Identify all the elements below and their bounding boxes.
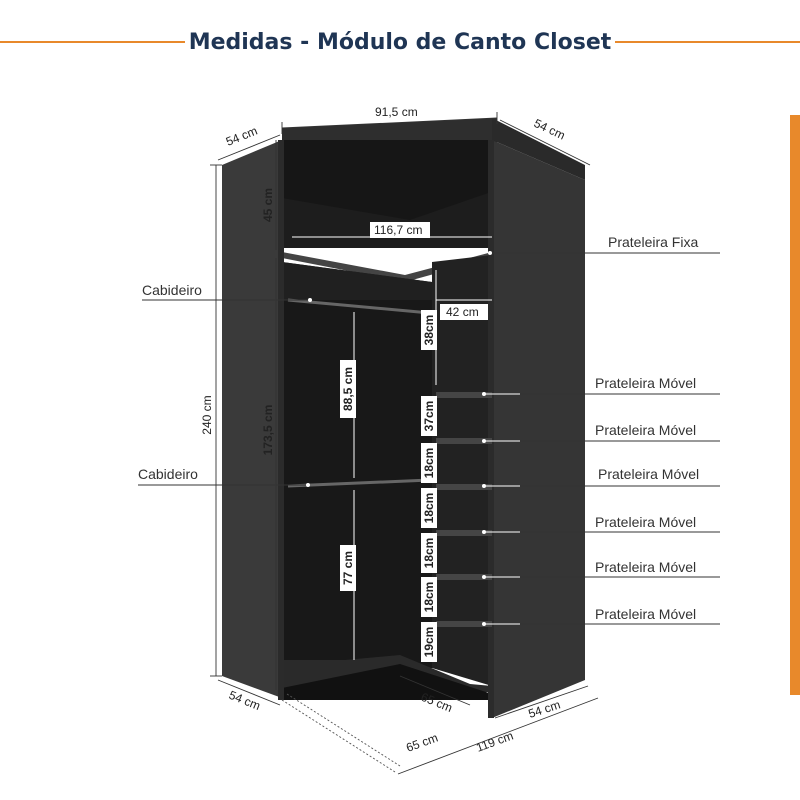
internal-dimensions: 116,7 cm 42 cm 88,5 cm 77 cm 38cm 37cm 1… <box>292 222 492 662</box>
movable-shelf-3 <box>436 484 492 490</box>
label-prateleira-movel-1: Prateleira Móvel <box>595 375 696 391</box>
dim-shelf-gap-1: 38cm <box>422 315 436 346</box>
movable-shelf-2 <box>436 438 492 444</box>
label-cabideiro-upper: Cabideiro <box>142 282 202 298</box>
dim-top-width: 91,5 cm <box>375 105 418 119</box>
hanging-rod-upper <box>287 298 431 315</box>
top-panel <box>282 118 497 140</box>
dim-shelf-gap-4: 18cm <box>422 493 436 524</box>
dim-bottom-total: 119 cm <box>474 729 515 755</box>
dim-shelf-depth: 42 cm <box>446 305 479 319</box>
label-prateleira-movel-6: Prateleira Móvel <box>595 606 696 622</box>
movable-shelf-4 <box>436 530 492 536</box>
left-side-panel <box>222 140 282 698</box>
base-plinth <box>282 664 492 700</box>
dim-bottom-right-depth: 54 cm <box>527 697 562 720</box>
label-prateleira-movel-3: Prateleira Móvel <box>598 466 699 482</box>
dim-total-height: 240 cm <box>200 395 214 434</box>
closet-illustration <box>222 118 585 718</box>
right-front-edge <box>488 140 494 718</box>
dim-shelf-gap-7: 19cm <box>422 627 436 658</box>
dim-bottom-inner-65: 65 cm <box>419 690 455 715</box>
edge-accent-bar <box>790 115 800 695</box>
dim-shelf-gap-6: 18cm <box>422 582 436 613</box>
movable-shelf-6 <box>436 621 492 627</box>
dim-bottom-left-depth: 54 cm <box>227 688 263 713</box>
dim-bottom-outer-65: 65 cm <box>404 730 440 754</box>
hanging-compartment <box>282 262 432 668</box>
dim-shelf-gap-2: 37cm <box>422 401 436 432</box>
label-prateleira-movel-2: Prateleira Móvel <box>595 422 696 438</box>
dim-lower-hang: 77 cm <box>341 551 355 585</box>
label-prateleira-fixa: Prateleira Fixa <box>608 234 698 250</box>
callouts: Prateleira Fixa Cabideiro Cabideiro Prat… <box>138 234 720 626</box>
dim-top-compartment: 45 cm <box>261 188 275 222</box>
dim-shelf-gap-5: 18cm <box>422 538 436 569</box>
right-side-panel <box>492 140 585 718</box>
bottom-dimensions: 54 cm 65 cm 54 cm 65 cm 119 cm <box>217 675 599 775</box>
dim-upper-hang: 88,5 cm <box>341 367 355 411</box>
top-compartment-back <box>282 190 497 248</box>
external-dimensions: 91,5 cm 54 cm 54 cm 240 cm 45 cm 173,5 c… <box>200 105 591 690</box>
label-prateleira-movel-4: Prateleira Móvel <box>595 514 696 530</box>
dim-inner-width: 116,7 cm <box>374 223 422 237</box>
page-title: Medidas - Módulo de Canto Closet <box>189 30 612 55</box>
movable-shelf-1 <box>436 392 492 398</box>
movable-shelf-5 <box>436 574 492 580</box>
hanging-rod-lower <box>287 478 431 488</box>
dim-top-right-depth: 54 cm <box>532 116 568 143</box>
dim-top-left-depth: 54 cm <box>224 124 260 149</box>
left-front-edge <box>278 140 284 700</box>
dim-hanging-height: 173,5 cm <box>261 405 275 456</box>
label-prateleira-movel-5: Prateleira Móvel <box>595 559 696 575</box>
label-cabideiro-lower: Cabideiro <box>138 466 198 482</box>
dim-shelf-gap-3: 18cm <box>422 448 436 479</box>
